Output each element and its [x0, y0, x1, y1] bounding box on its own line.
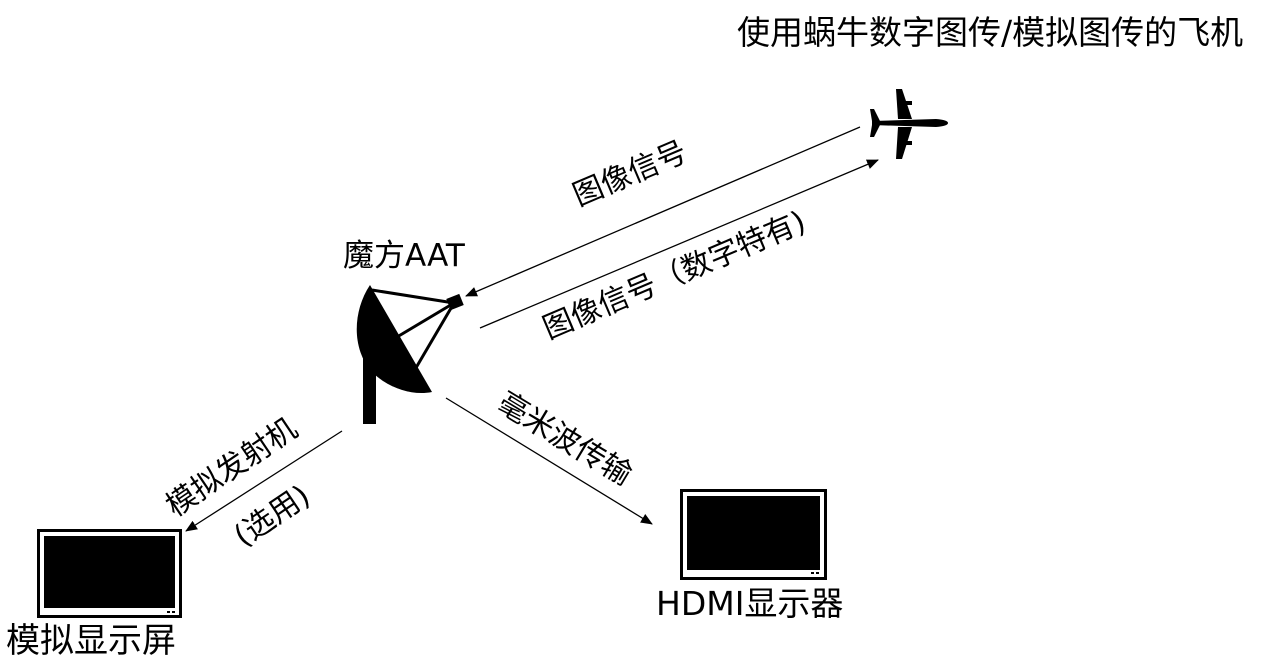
analog-monitor-icon	[37, 529, 182, 618]
link-mmwave-arrow	[445, 397, 653, 525]
aircraft-title: 使用蜗牛数字图传/模拟图传的飞机	[737, 13, 1244, 52]
analog-display-label: 模拟显示屏	[6, 621, 176, 661]
hdmi-display-label: HDMI显示器	[656, 584, 844, 623]
link-image-signal-arrow	[465, 126, 861, 297]
aat-label: 魔方AAT	[343, 238, 465, 274]
airplane-icon	[870, 89, 948, 159]
satellite-dish-icon	[356, 285, 464, 424]
link-analog-tx-arrow	[185, 430, 343, 532]
hdmi-monitor-icon	[680, 489, 827, 580]
link-image-signal-digital-arrow	[479, 159, 879, 329]
